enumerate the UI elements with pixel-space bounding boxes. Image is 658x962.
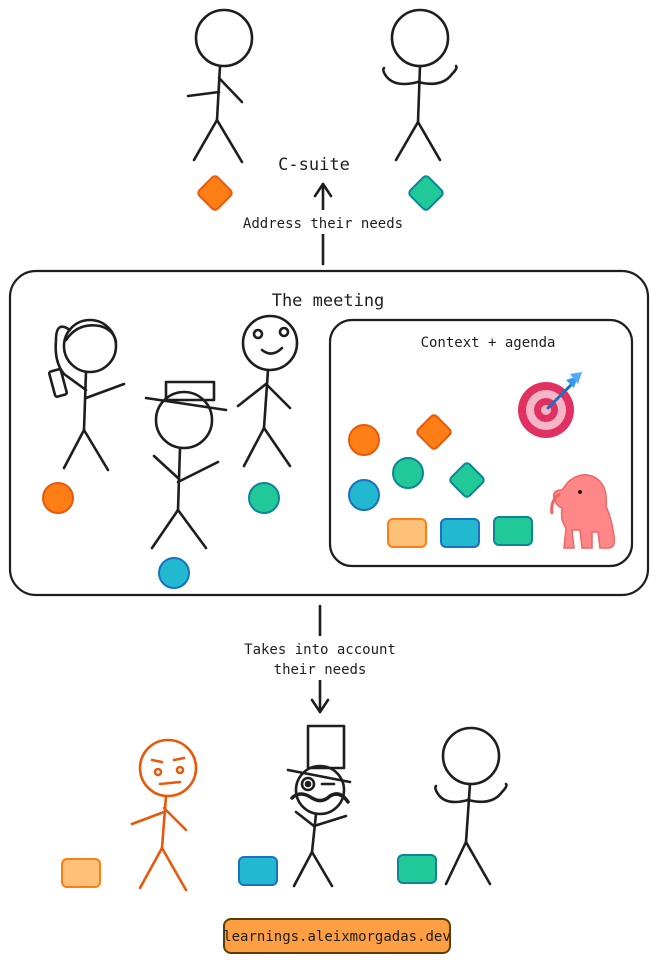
csuite-person-left: [186, 8, 254, 164]
blue-circle-context: [348, 479, 380, 511]
orange-circle-meeting-1: [42, 482, 74, 514]
peach-rect-context: [387, 518, 427, 548]
context-agenda-box: [328, 318, 634, 568]
orange-circle-context: [348, 424, 380, 456]
orange-diamond-csuite: [197, 175, 233, 211]
meeting-box: [8, 269, 650, 597]
footer-text: learnings.aleixmorgadas.dev: [223, 929, 451, 945]
elephant-icon: [550, 474, 616, 549]
top-hat-moustache-person: [286, 724, 352, 888]
meeting-label: The meeting: [272, 291, 385, 311]
teal-diamond-context: [449, 462, 485, 498]
csuite-person-right-shrugging: [382, 8, 458, 162]
peach-rect-team: [61, 858, 101, 888]
blue-rect-team: [238, 856, 278, 886]
teal-circle-meeting: [248, 482, 280, 514]
person-flat-hat: [144, 380, 228, 550]
address-label: Address their needs: [243, 216, 403, 232]
teal-rect-team: [397, 854, 437, 884]
teal-circle-context: [392, 457, 424, 489]
person-smiling: [236, 314, 299, 468]
takes-label-line1: Takes into account: [244, 642, 396, 658]
blue-rect-context: [440, 518, 480, 548]
target-icon: [518, 372, 582, 438]
teal-diamond-csuite: [408, 175, 444, 211]
orange-diamond-context: [416, 414, 452, 450]
footer-badge: [223, 918, 451, 954]
teal-rect-context: [493, 516, 533, 546]
person-ponytail-phone: [47, 318, 126, 472]
blue-circle-meeting: [158, 557, 190, 589]
csuite-label: C-suite: [278, 155, 350, 175]
orange-annoyed-person: [130, 738, 198, 892]
context-label: Context + agenda: [421, 335, 556, 351]
shrugging-person: [434, 726, 508, 886]
takes-label-line2: their needs: [274, 662, 367, 678]
